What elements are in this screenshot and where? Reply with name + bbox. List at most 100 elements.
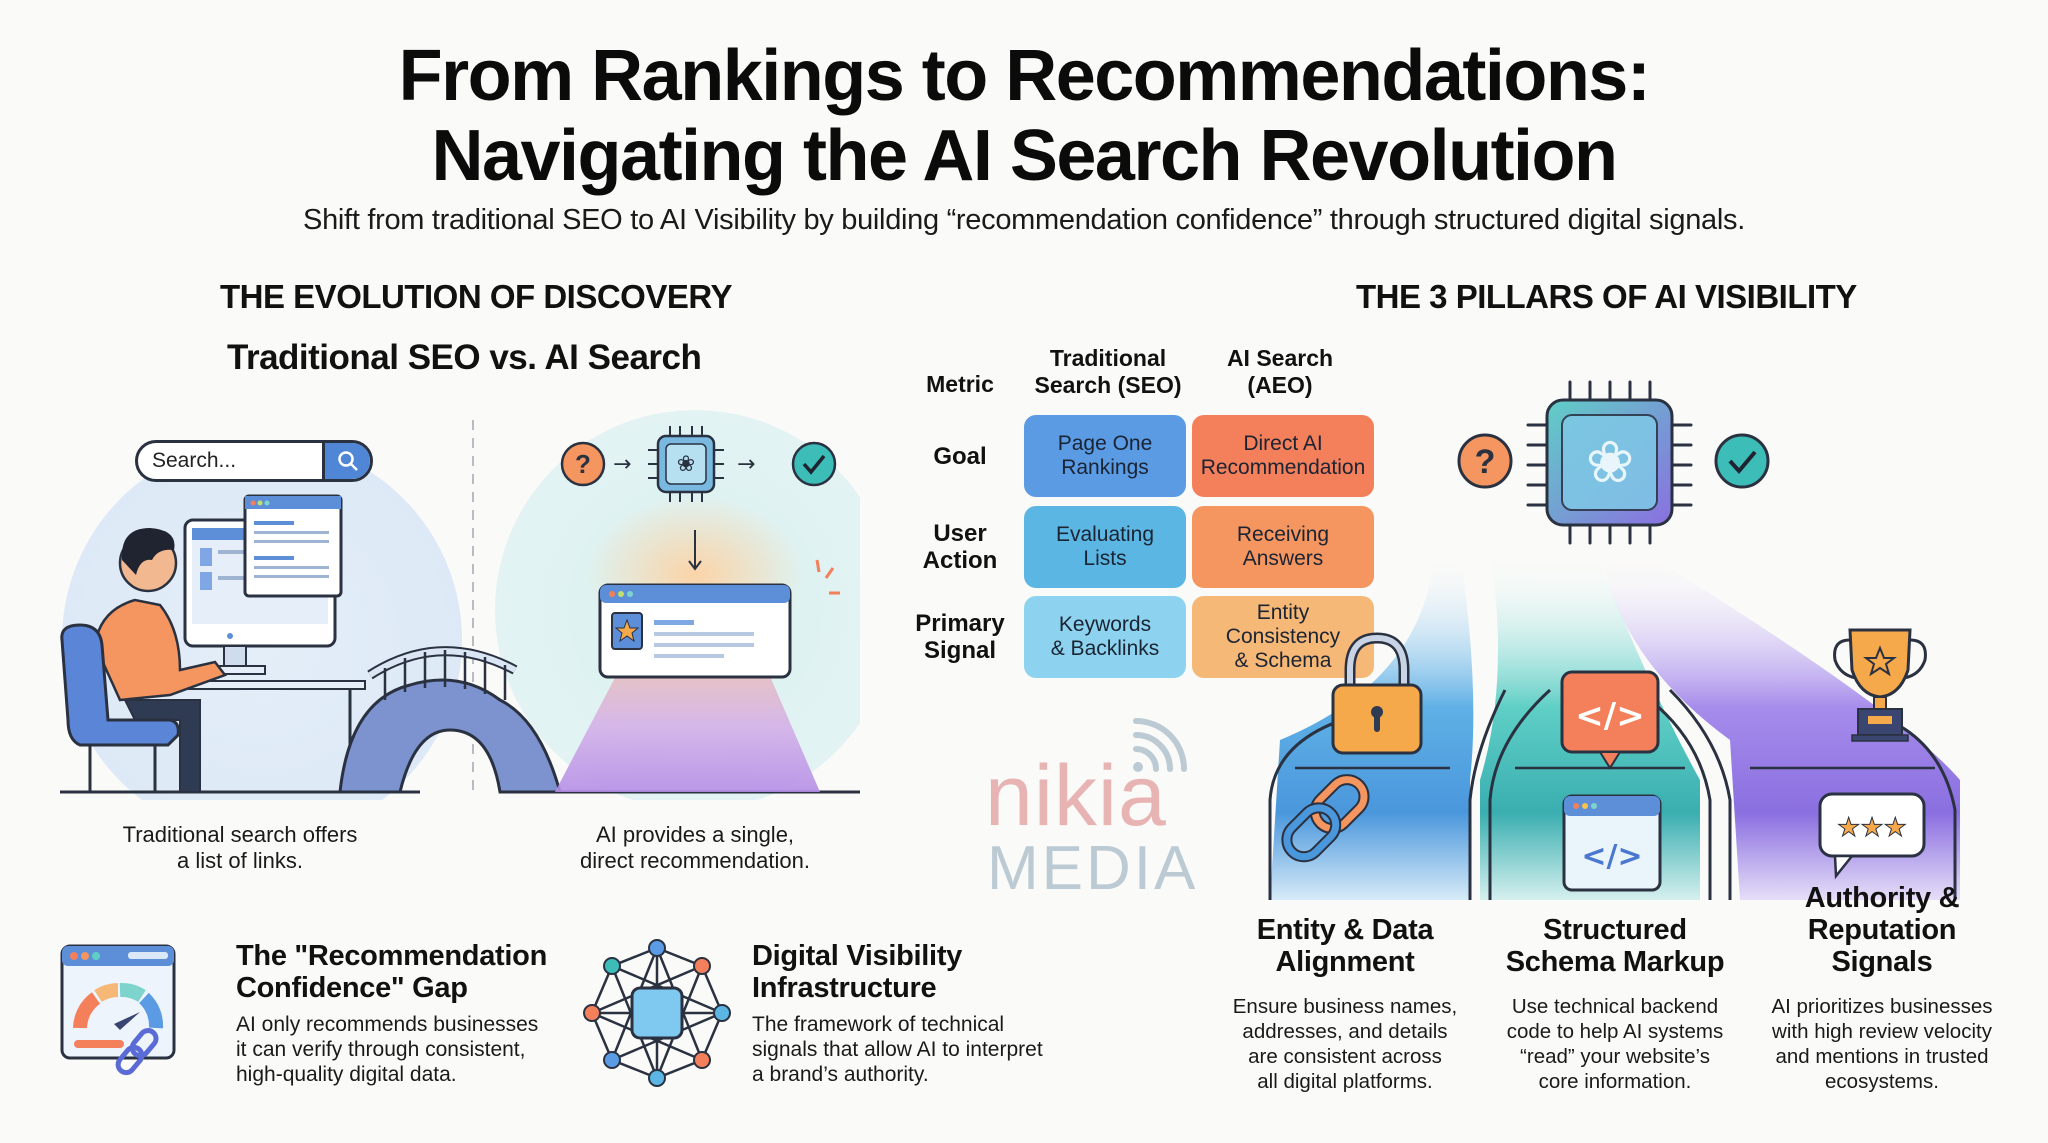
pillar-desc-line: are consistent across [1248, 1045, 1442, 1068]
traditional-caption: Traditional search offers a list of link… [90, 822, 390, 874]
pillars-illustration: ❀ ? </> [1260, 360, 1960, 900]
pillar-description: Ensure business names, addresses, and de… [1220, 994, 1470, 1094]
pillar-title: Structured Schema Markup [1485, 914, 1745, 978]
info-block-desc-line: it can verify through consistent, [236, 1038, 526, 1061]
svg-text:?: ? [1475, 443, 1496, 481]
cell-text: Direct AI [1243, 432, 1323, 455]
cell-text: Consistency [1225, 625, 1341, 648]
page-title-line-1: From Rankings to Recommendations: [398, 36, 1651, 116]
search-input[interactable]: Search... [152, 449, 237, 472]
info-block-desc-line: AI only recommends businesses [236, 1013, 539, 1036]
traditional-caption-line-1: Traditional search offers [122, 822, 358, 847]
pillar-title-line: Signals [1831, 946, 1933, 978]
info-block-desc-line: signals that allow AI to interpret [752, 1038, 1043, 1061]
pillar-desc-line: and mentions in trusted [1775, 1045, 1989, 1068]
cell-text: Entity [1256, 601, 1310, 624]
cell-text: & Schema [1234, 649, 1332, 672]
pillar-entity-data-alignment: Entity & Data Alignment Ensure business … [1220, 914, 1470, 1094]
search-bar[interactable]: Search... [135, 440, 373, 482]
info-block-desc-line: a brand’s authority. [752, 1063, 929, 1086]
page-title-line-2: Navigating the AI Search Revolution [431, 116, 1618, 196]
evolution-section-title: THE EVOLUTION OF DISCOVERY [220, 278, 733, 315]
pillars-section-title: THE 3 PILLARS OF AI VISIBILITY [1356, 278, 1857, 315]
watermark-nikia: nikia [985, 748, 1167, 844]
pillar-desc-line: all digital platforms. [1257, 1070, 1433, 1093]
table-header-metric: Metric [926, 371, 994, 397]
table-header-seo-line-2: Search (SEO) [1034, 372, 1182, 398]
table-header-seo-line-1: Traditional [1049, 345, 1167, 371]
row-label-goal: Goal [905, 443, 1015, 470]
evolution-subtitle: Traditional SEO vs. AI Search [227, 338, 702, 377]
pillar-desc-line: with high review velocity [1772, 1020, 1992, 1043]
info-block-digital-visibility: Digital Visibility Infrastructure The fr… [752, 940, 1082, 1087]
pillar-desc-line: AI prioritizes businesses [1771, 995, 1993, 1018]
cell-text: Answers [1242, 547, 1324, 570]
pillar-desc-line: code to help AI systems [1506, 1020, 1724, 1043]
pillar-desc-line: “read” your website’s [1520, 1045, 1710, 1068]
info-block-title-line: The "Recommendation [236, 940, 547, 972]
cell-text: Receiving [1236, 523, 1330, 546]
table-header-aeo: AI Search (AEO) [1195, 345, 1365, 399]
svg-text:</>: </> [1581, 839, 1642, 874]
pillar-desc-line: core information. [1538, 1070, 1692, 1093]
info-block-title-line: Confidence" Gap [236, 972, 468, 1004]
pillar-title-line: Alignment [1275, 946, 1415, 978]
cell-seo-primary-signal: Keywords& Backlinks [1024, 596, 1186, 678]
cell-text: Lists [1083, 547, 1127, 570]
pillar-description: AI prioritizes businesses with high revi… [1752, 994, 2012, 1094]
pillar-title-line: Entity & Data [1256, 914, 1434, 946]
info-block-desc-line: The framework of technical [752, 1013, 1005, 1036]
table-header-seo: Traditional Search (SEO) [1023, 345, 1193, 399]
pillar-title-line: Structured [1543, 914, 1687, 946]
svg-text:→: → [737, 452, 755, 477]
evolution-illustration: ? → ❀ → [40, 400, 895, 840]
cell-text: Page One [1057, 432, 1153, 455]
search-icon[interactable] [322, 443, 370, 479]
row-label-text: Primary [915, 610, 1005, 637]
watermark-media: MEDIA [987, 834, 1199, 903]
svg-text:❀: ❀ [1586, 428, 1635, 496]
pillar-desc-line: Use technical backend [1511, 995, 1719, 1018]
info-block-desc-line: high-quality digital data. [236, 1063, 457, 1086]
table-header-aeo-line-1: AI Search [1226, 345, 1334, 371]
watermark-logo: nikia MEDIA [985, 715, 1205, 905]
info-block-title: Digital Visibility Infrastructure [752, 940, 1082, 1004]
ai-caption-line-1: AI provides a single, [595, 822, 795, 847]
info-block-description: The framework of technical signals that … [752, 1012, 1082, 1087]
ai-caption-line-2: direct recommendation. [580, 848, 810, 873]
gauge-broken-link-icon [58, 940, 178, 1090]
cell-text: Keywords [1058, 613, 1152, 636]
pillar-desc-line: Ensure business names, [1232, 995, 1458, 1018]
pillar-title: Authority & Reputation Signals [1752, 882, 2012, 978]
row-label-text: Action [922, 547, 998, 574]
svg-text:→: → [613, 452, 631, 477]
pillar-structured-schema-markup: Structured Schema Markup Use technical b… [1485, 914, 1745, 1094]
info-block-description: AI only recommends businesses it can ver… [236, 1012, 576, 1087]
info-block-title-line: Digital Visibility [752, 940, 963, 972]
row-label-primary-signal: Primary Signal [905, 610, 1015, 664]
pillar-title-line: Reputation [1807, 914, 1957, 946]
info-block-title: The "Recommendation Confidence" Gap [236, 940, 576, 1004]
pillar-desc-line: ecosystems. [1825, 1070, 1939, 1093]
row-label-text: Signal [923, 637, 996, 664]
info-block-recommendation-gap: The "Recommendation Confidence" Gap AI o… [236, 940, 576, 1087]
pillar-title-line: Schema Markup [1505, 946, 1725, 978]
row-label-user-action: User Action [905, 520, 1015, 574]
traditional-caption-line-2: a list of links. [177, 848, 303, 873]
network-chip-icon [582, 938, 732, 1088]
table-header-aeo-line-2: (AEO) [1247, 372, 1313, 398]
cell-text: Evaluating [1055, 523, 1155, 546]
cell-text: & Backlinks [1050, 637, 1160, 660]
pillar-authority-reputation-signals: Authority & Reputation Signals AI priori… [1752, 882, 2012, 1094]
svg-text:</>: </> [1575, 696, 1644, 736]
svg-text:❀: ❀ [677, 452, 695, 477]
page-subtitle: Shift from traditional SEO to AI Visibil… [303, 204, 1745, 236]
pillar-description: Use technical backend code to help AI sy… [1485, 994, 1745, 1094]
pillar-title-line: Authority & [1804, 882, 1960, 914]
row-label-text: User [933, 520, 987, 547]
signal-icon [1133, 718, 1187, 772]
